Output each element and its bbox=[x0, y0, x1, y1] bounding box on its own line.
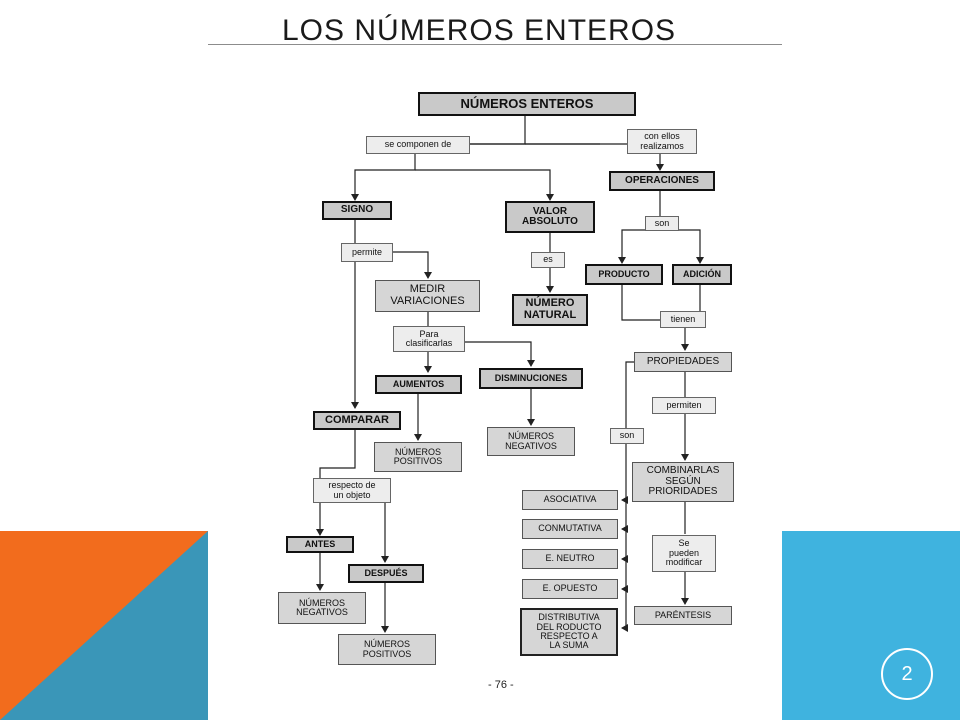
node-despues: DESPUÉS bbox=[348, 564, 424, 583]
node-se-componen-de: se componen de bbox=[366, 136, 470, 154]
node-para-clasificarlas: Para clasificarlas bbox=[393, 326, 465, 352]
node-se-pueden-modificar: Se pueden modificar bbox=[652, 535, 716, 572]
node-comparar: COMPARAR bbox=[313, 411, 401, 430]
node-con-ellos-realizamos: con ellos realizamos bbox=[627, 129, 697, 154]
node-producto: PRODUCTO bbox=[585, 264, 663, 285]
node-numeros-positivos-2: NÚMEROS POSITIVOS bbox=[338, 634, 436, 665]
line-producto-tienen bbox=[621, 285, 660, 321]
node-operaciones: OPERACIONES bbox=[609, 171, 715, 191]
node-respecto-de-un-objeto: respecto de un objeto bbox=[313, 478, 391, 503]
node-asociativa: ASOCIATIVA bbox=[522, 490, 618, 510]
line-para-dismin bbox=[465, 341, 535, 367]
node-antes: ANTES bbox=[286, 536, 354, 553]
node-disminuciones: DISMINUCIONES bbox=[479, 368, 583, 389]
node-valor-absoluto: VALOR ABSOLUTO bbox=[505, 201, 595, 233]
node-numeros-enteros: NÚMEROS ENTEROS bbox=[418, 92, 636, 116]
line-permite-medir bbox=[393, 251, 432, 279]
node-aumentos: AUMENTOS bbox=[375, 375, 462, 394]
node-adicion: ADICIÓN bbox=[672, 264, 732, 285]
node-numero-natural: NÚMERO NATURAL bbox=[512, 294, 588, 326]
line-props-son bbox=[625, 361, 634, 428]
corner-decoration-right bbox=[782, 531, 960, 720]
node-parentesis: PARÉNTESIS bbox=[634, 606, 732, 625]
title-underline bbox=[208, 44, 782, 45]
orange-triangle bbox=[0, 531, 208, 720]
node-medir-variaciones: MEDIR VARIACIONES bbox=[375, 280, 480, 312]
slide-number-badge: 2 bbox=[881, 648, 933, 700]
node-permite: permite bbox=[341, 243, 393, 262]
corner-decoration-left bbox=[0, 531, 208, 720]
line-son-branch bbox=[618, 229, 660, 264]
node-propiedades: PROPIEDADES bbox=[634, 352, 732, 372]
node-signo: SIGNO bbox=[322, 201, 392, 220]
node-son-propiedades: son bbox=[610, 428, 644, 444]
node-conmutativa: CONMUTATIVA bbox=[522, 519, 618, 539]
node-permiten: permiten bbox=[652, 397, 716, 414]
line-root-left bbox=[470, 128, 526, 145]
node-e-neutro: E. NEUTRO bbox=[522, 549, 618, 569]
node-e-opuesto: E. OPUESTO bbox=[522, 579, 618, 599]
node-tienen: tienen bbox=[660, 311, 706, 328]
node-son-operaciones: son bbox=[645, 216, 679, 231]
scan-page-number: - 76 - bbox=[488, 679, 514, 691]
line-comparar-respecto bbox=[319, 430, 356, 478]
line-componen-right bbox=[415, 169, 554, 201]
slide-title: LOS NÚMEROS ENTEROS bbox=[282, 14, 677, 47]
node-numeros-negativos-1: NÚMEROS NEGATIVOS bbox=[487, 427, 575, 456]
node-numeros-positivos-1: NÚMEROS POSITIVOS bbox=[374, 442, 462, 472]
node-distributiva: DISTRIBUTIVA DEL RODUCTO RESPECTO A LA S… bbox=[520, 608, 618, 656]
node-combinarlas: COMBINARLAS SEGÚN PRIORIDADES bbox=[632, 462, 734, 502]
node-es: es bbox=[531, 252, 565, 268]
node-numeros-negativos-2: NÚMEROS NEGATIVOS bbox=[278, 592, 366, 624]
line-son-right bbox=[660, 229, 704, 264]
line-componen-left bbox=[351, 153, 416, 201]
